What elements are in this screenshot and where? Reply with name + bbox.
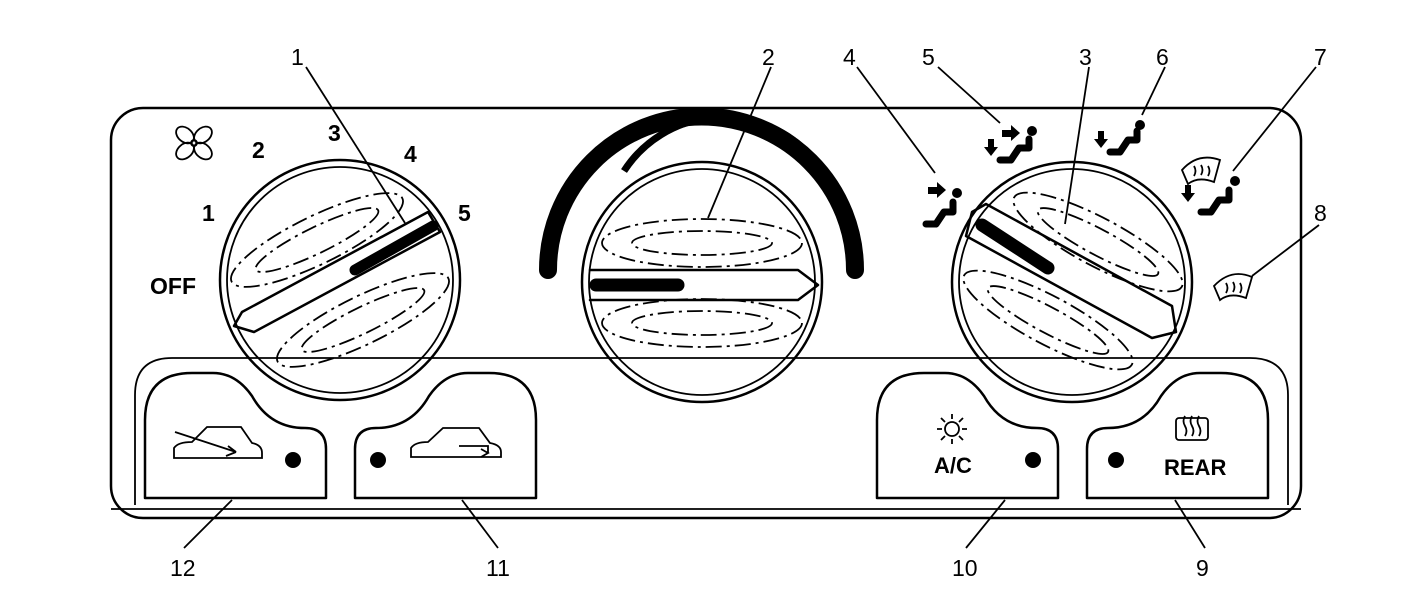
recirculation-icon bbox=[173, 426, 263, 459]
recirculation-button[interactable] bbox=[143, 371, 328, 500]
callout-2: 2 bbox=[762, 44, 775, 70]
callout-4: 4 bbox=[843, 44, 856, 70]
callout-5: 5 bbox=[922, 44, 935, 70]
fan-speed-5: 5 bbox=[458, 200, 471, 226]
callout-7: 7 bbox=[1314, 44, 1327, 70]
fan-speed-knob[interactable] bbox=[218, 158, 462, 402]
fan-speed-scale: OFF 1 2 3 4 5 bbox=[150, 120, 471, 299]
fan-speed-4: 4 bbox=[404, 141, 417, 167]
ac-snowflake-icon bbox=[937, 414, 967, 444]
rear-defrost-button[interactable]: REAR bbox=[1085, 371, 1270, 500]
callout-8: 8 bbox=[1314, 200, 1327, 226]
outside-air-icon bbox=[410, 427, 502, 458]
outside-air-indicator bbox=[370, 452, 386, 468]
fan-speed-2: 2 bbox=[252, 137, 265, 163]
temperature-knob[interactable] bbox=[580, 160, 824, 404]
temperature-arc bbox=[539, 107, 864, 279]
rear-defrost-indicator bbox=[1108, 452, 1124, 468]
leader-lines bbox=[183, 66, 1320, 549]
ac-indicator bbox=[1025, 452, 1041, 468]
recirculation-indicator bbox=[285, 452, 301, 468]
ac-button-label: A/C bbox=[934, 453, 972, 478]
callout-6: 6 bbox=[1156, 44, 1169, 70]
callout-11: 11 bbox=[486, 555, 510, 581]
callout-1: 1 bbox=[291, 44, 304, 70]
floor-mode-icon bbox=[1094, 120, 1145, 156]
fan-speed-1: 1 bbox=[202, 200, 215, 226]
rear-defrost-label: REAR bbox=[1164, 455, 1226, 480]
mode-knob-pointer bbox=[975, 218, 1055, 275]
defog-mode-icon bbox=[1180, 156, 1240, 216]
vent-mode-icon bbox=[922, 182, 962, 228]
callout-12: 12 bbox=[170, 555, 196, 581]
fan-icon bbox=[175, 125, 213, 161]
rear-defrost-icon bbox=[1175, 415, 1209, 441]
fan-knob-pointer bbox=[349, 220, 439, 276]
fan-speed-3: 3 bbox=[328, 120, 341, 146]
callout-labels: 1 2 3 4 5 6 7 8 9 10 11 12 bbox=[170, 44, 1327, 581]
ac-button[interactable]: A/C bbox=[875, 371, 1060, 500]
bi-level-mode-icon bbox=[984, 125, 1037, 164]
mode-knob[interactable] bbox=[950, 160, 1194, 404]
callout-10: 10 bbox=[952, 555, 978, 581]
outside-air-button[interactable] bbox=[353, 371, 538, 500]
callout-9: 9 bbox=[1196, 555, 1209, 581]
defrost-mode-icon bbox=[1212, 273, 1254, 302]
callout-3: 3 bbox=[1079, 44, 1092, 70]
fan-speed-off: OFF bbox=[150, 273, 196, 299]
